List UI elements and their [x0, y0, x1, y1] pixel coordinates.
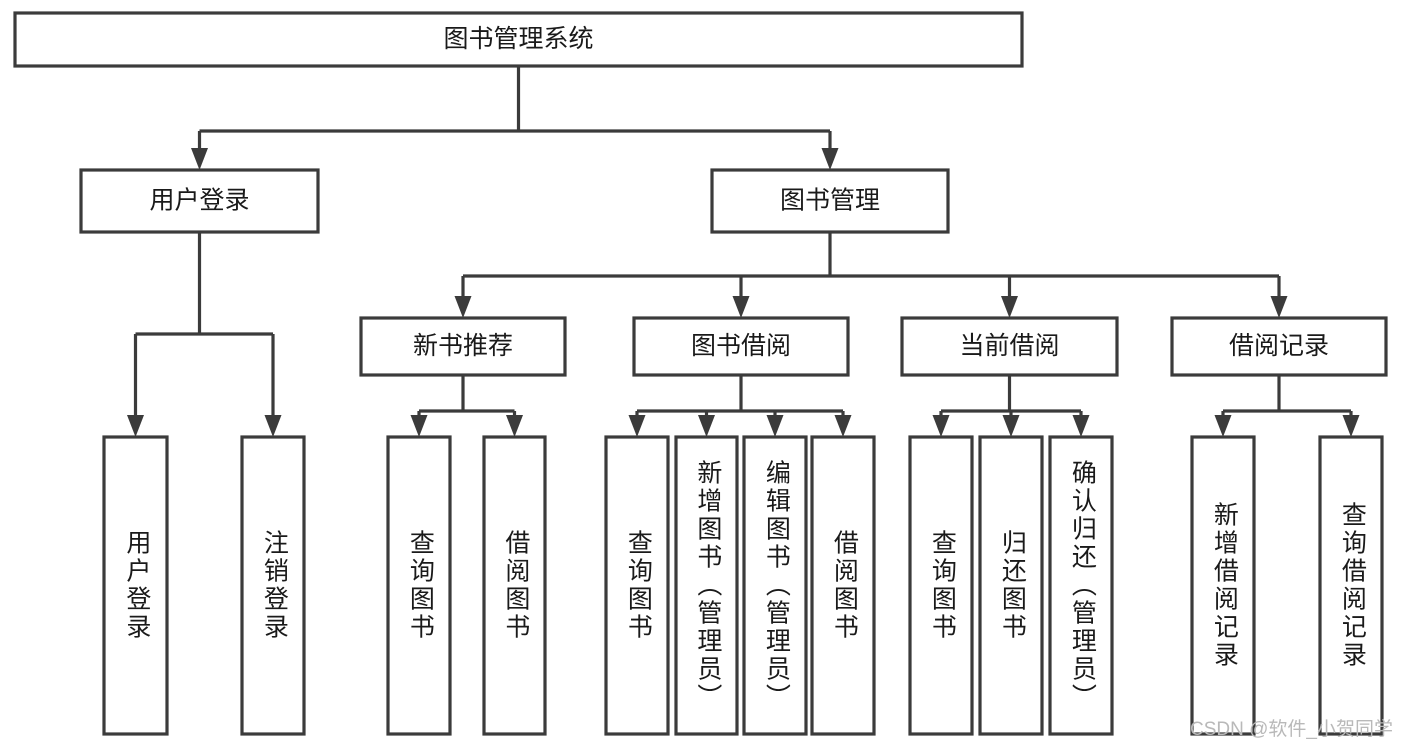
- node-label-leaf-user-logout: 注销登录: [260, 530, 289, 642]
- node-box-leaf-user-login: [102, 435, 169, 736]
- node-label-borrow-record: 借阅记录: [1229, 332, 1329, 360]
- node-box-leaf-query-book-rec: [386, 435, 452, 736]
- node-label-leaf-query-book-rec: 查询图书: [406, 530, 435, 642]
- node-leaf-edit-book[interactable]: 编辑图书（管理员）: [742, 435, 808, 736]
- node-box-leaf-user-logout: [240, 435, 306, 736]
- node-label-current-borrow: 当前借阅: [959, 332, 1059, 360]
- node-box-leaf-borrow-book-rec: [482, 435, 547, 736]
- node-label-book-borrow: 图书借阅: [691, 332, 791, 360]
- connector-layer: [127, 66, 1360, 437]
- node-leaf-query-book-borrow[interactable]: 查询图书: [604, 435, 670, 736]
- node-book-borrow[interactable]: 图书借阅: [632, 316, 850, 377]
- node-box-book-borrow: [632, 316, 850, 377]
- node-leaf-confirm-return[interactable]: 确认归还（管理员）: [1048, 435, 1114, 736]
- arrow-head-leaf-add-record: [1214, 415, 1232, 437]
- arrow-head-leaf-query-book-rec: [410, 415, 428, 437]
- node-label-leaf-query-record: 查询借阅记录: [1338, 502, 1367, 670]
- node-user-login[interactable]: 用户登录: [79, 168, 320, 234]
- node-box-book-manage: [710, 168, 950, 234]
- arrow-head-leaf-borrow-book-rec: [506, 415, 523, 437]
- node-label-new-book-rec: 新书推荐: [413, 332, 513, 360]
- arrow-head-borrow-record: [1270, 296, 1288, 318]
- node-label-leaf-user-login: 用户登录: [123, 530, 152, 642]
- node-box-leaf-edit-book: [742, 435, 808, 736]
- node-leaf-borrow-book[interactable]: 借阅图书: [810, 435, 876, 736]
- node-label-book-manage: 图书管理: [780, 187, 880, 215]
- arrow-head-leaf-user-logout: [264, 415, 282, 437]
- node-box-leaf-query-book-cur: [908, 435, 974, 736]
- arrow-head-leaf-edit-book: [766, 415, 784, 437]
- node-box-current-borrow: [900, 316, 1119, 377]
- node-box-new-book-rec: [359, 316, 567, 377]
- arrow-head-leaf-borrow-book: [834, 415, 852, 437]
- node-box-leaf-add-book: [674, 435, 739, 736]
- arrow-head-new-book-rec: [454, 296, 472, 318]
- node-leaf-query-book-rec[interactable]: 查询图书: [386, 435, 452, 736]
- node-label-leaf-edit-book: 编辑图书（管理员）: [762, 460, 791, 712]
- node-leaf-query-record[interactable]: 查询借阅记录: [1318, 435, 1384, 736]
- arrow-head-leaf-confirm-return: [1072, 415, 1090, 437]
- node-label-leaf-borrow-book: 借阅图书: [830, 530, 859, 642]
- arrow-head-book-borrow: [732, 296, 750, 318]
- node-root[interactable]: 图书管理系统: [13, 11, 1024, 68]
- node-label-leaf-add-record: 新增借阅记录: [1210, 502, 1239, 670]
- arrow-head-leaf-return-book: [1002, 415, 1020, 437]
- node-box-leaf-return-book: [978, 435, 1044, 736]
- node-label-leaf-confirm-return: 确认归还（管理员）: [1068, 460, 1097, 712]
- node-leaf-add-record[interactable]: 新增借阅记录: [1190, 435, 1256, 736]
- node-label-leaf-query-book-cur: 查询图书: [928, 530, 957, 642]
- node-box-root: [13, 11, 1024, 68]
- node-borrow-record[interactable]: 借阅记录: [1170, 316, 1388, 377]
- node-box-leaf-query-book-borrow: [604, 435, 670, 736]
- arrow-head-user-login: [191, 148, 208, 170]
- node-box-leaf-confirm-return: [1048, 435, 1114, 736]
- node-leaf-add-book[interactable]: 新增图书（管理员）: [674, 435, 739, 736]
- arrow-head-leaf-query-book-borrow: [628, 415, 646, 437]
- arrow-head-current-borrow: [1001, 296, 1018, 318]
- node-label-leaf-query-book-borrow: 查询图书: [624, 530, 653, 642]
- node-label-user-login: 用户登录: [149, 187, 249, 215]
- node-current-borrow[interactable]: 当前借阅: [900, 316, 1119, 377]
- node-leaf-query-book-cur[interactable]: 查询图书: [908, 435, 974, 736]
- node-box-leaf-borrow-book: [810, 435, 876, 736]
- node-leaf-borrow-book-rec[interactable]: 借阅图书: [482, 435, 547, 736]
- node-leaf-return-book[interactable]: 归还图书: [978, 435, 1044, 736]
- arrow-head-leaf-add-book: [698, 415, 715, 437]
- node-label-leaf-borrow-book-rec: 借阅图书: [502, 530, 531, 642]
- node-label-leaf-return-book: 归还图书: [998, 530, 1027, 642]
- node-box-user-login: [79, 168, 320, 234]
- node-box-borrow-record: [1170, 316, 1388, 377]
- node-label-root: 图书管理系统: [443, 25, 593, 53]
- arrow-head-leaf-query-record: [1342, 415, 1360, 437]
- node-layer: 图书管理系统用户登录图书管理新书推荐图书借阅当前借阅借阅记录用户登录注销登录查询…: [13, 11, 1388, 736]
- node-label-leaf-add-book: 新增图书（管理员）: [694, 460, 723, 712]
- node-book-manage[interactable]: 图书管理: [710, 168, 950, 234]
- watermark-text: CSDN @软件_小贺同学: [1190, 719, 1393, 740]
- node-box-leaf-add-record: [1190, 435, 1256, 736]
- node-leaf-user-logout[interactable]: 注销登录: [240, 435, 306, 736]
- arrow-head-leaf-user-login: [127, 415, 144, 437]
- arrow-head-book-manage: [821, 148, 839, 170]
- node-leaf-user-login[interactable]: 用户登录: [102, 435, 169, 736]
- node-new-book-rec[interactable]: 新书推荐: [359, 316, 567, 377]
- arrow-head-leaf-query-book-cur: [932, 415, 950, 437]
- node-box-leaf-query-record: [1318, 435, 1384, 736]
